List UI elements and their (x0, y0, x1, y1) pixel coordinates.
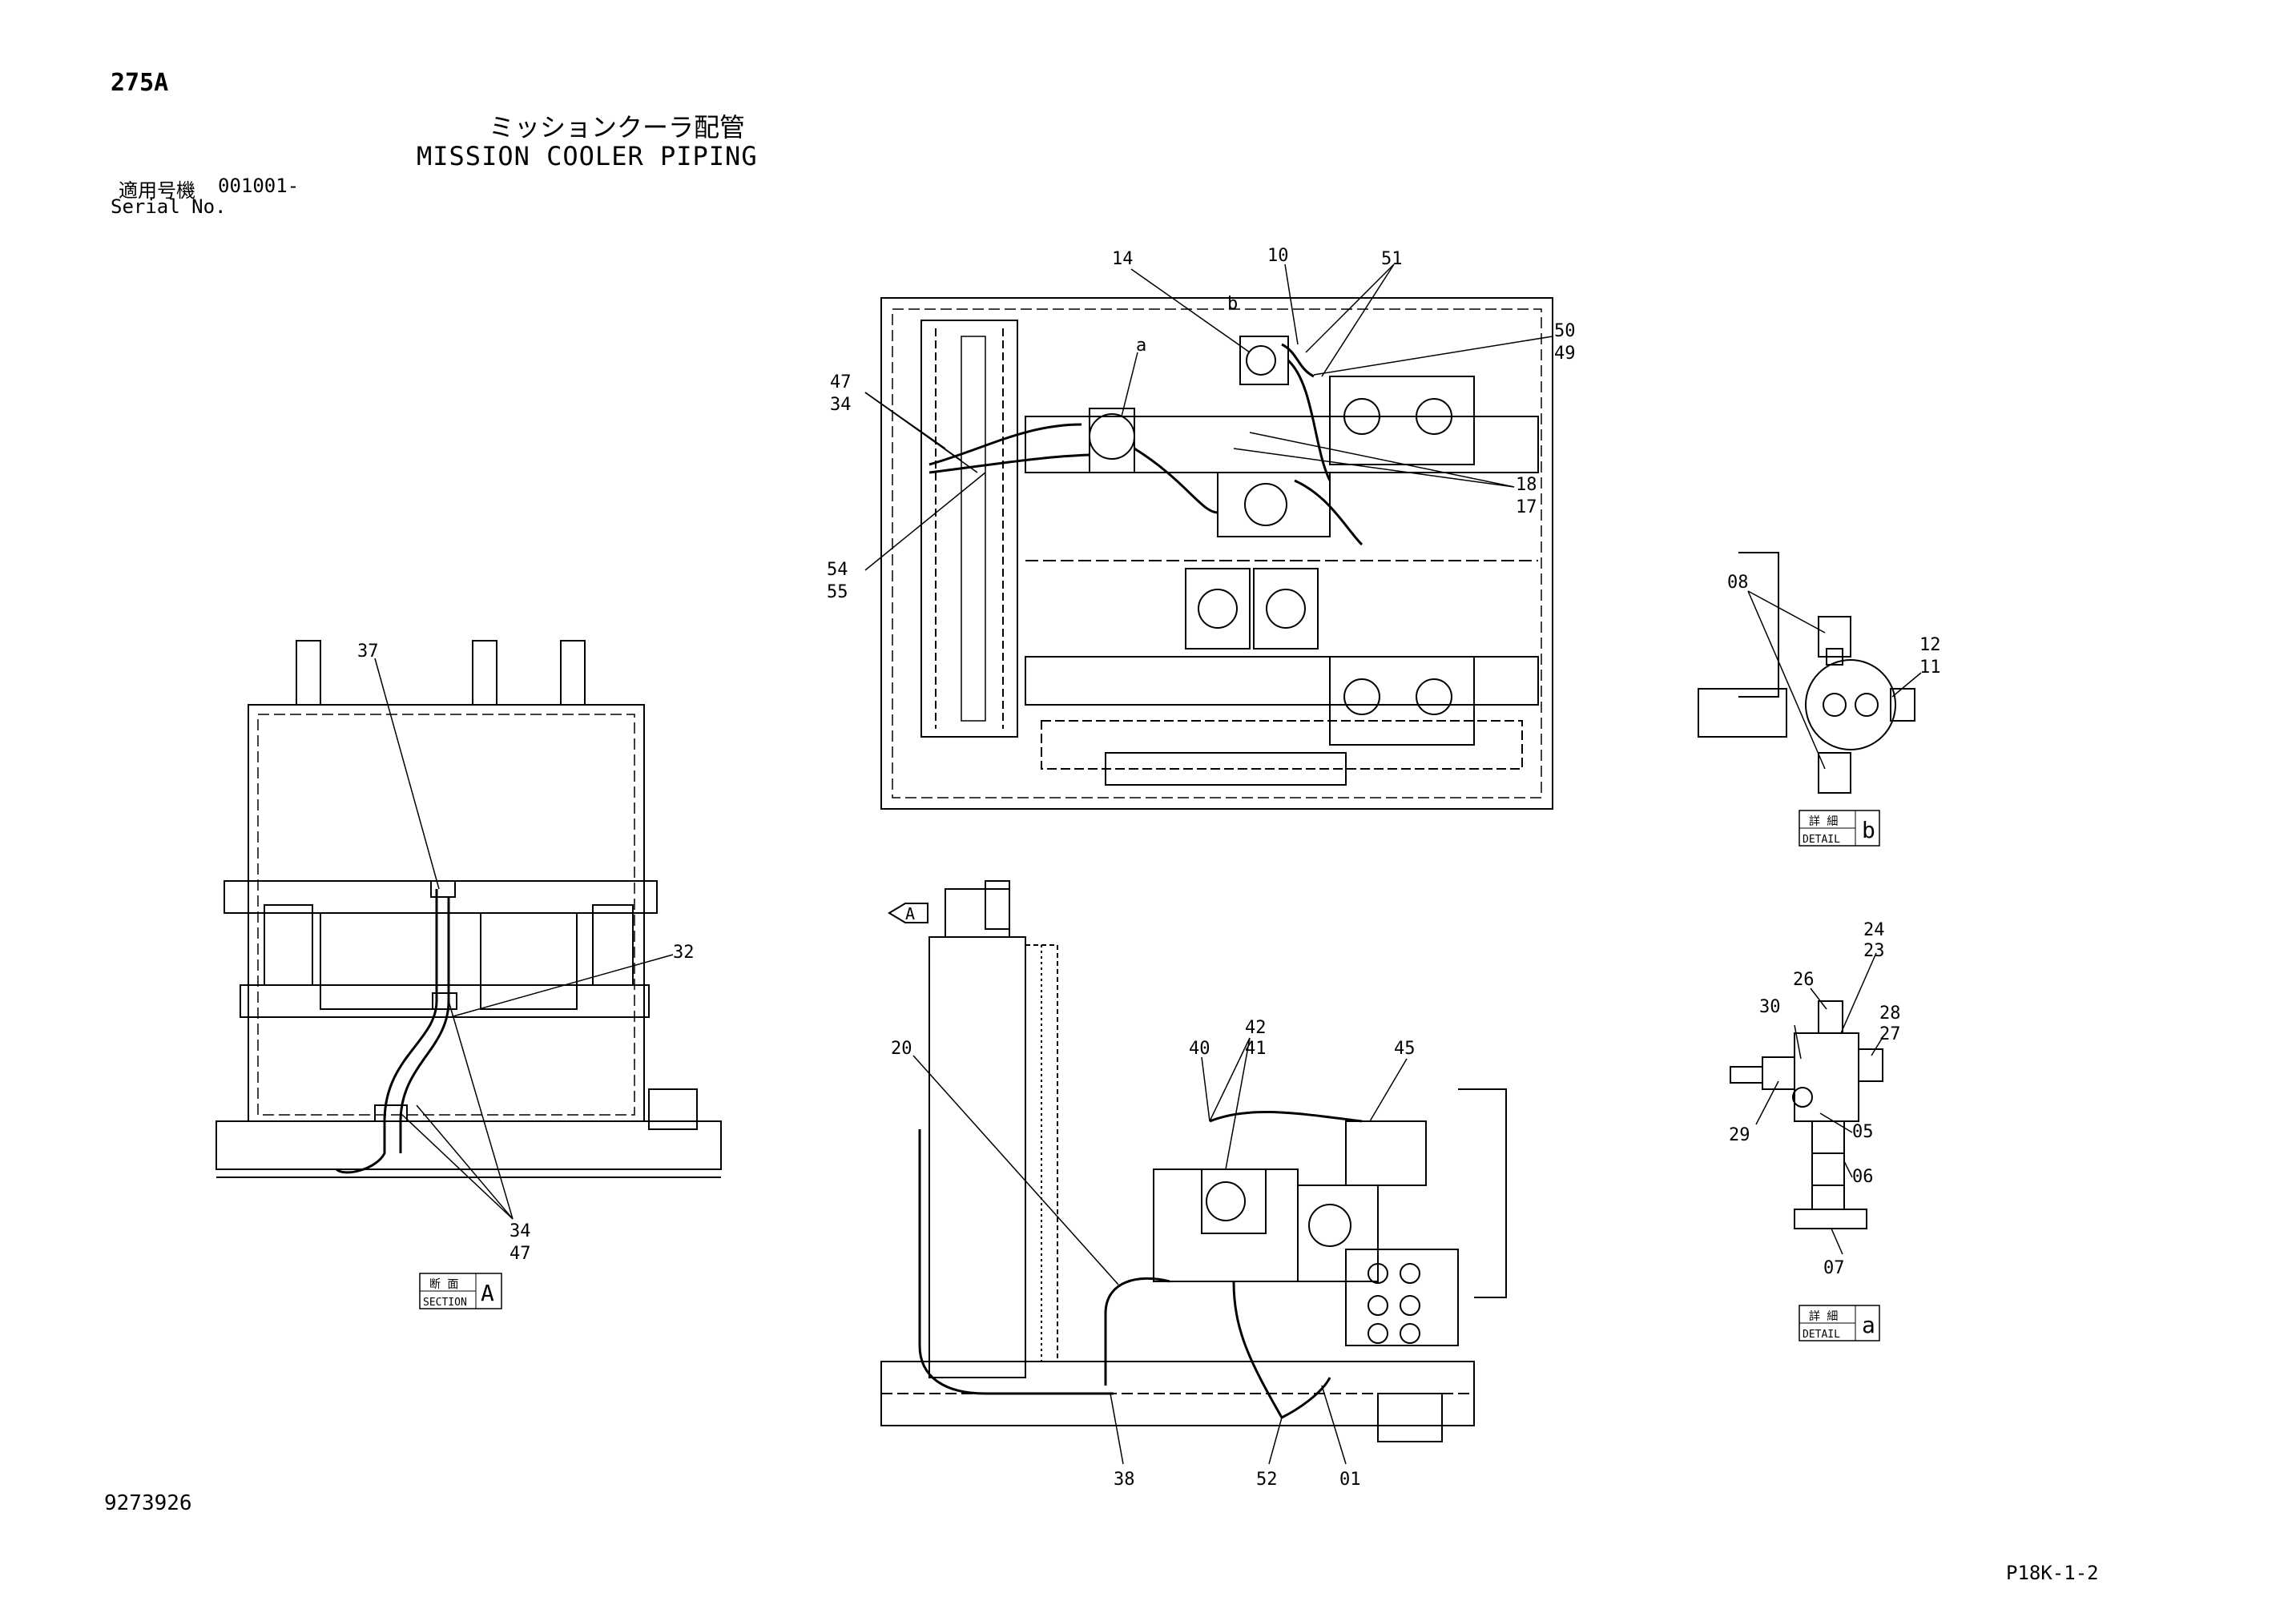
serial-label-english: Serial No. (111, 195, 227, 218)
view-a-marker (888, 903, 928, 923)
detail-b-fitting (1805, 659, 1896, 750)
callout-49: 49 (1554, 344, 1576, 364)
top-pump (1185, 568, 1251, 650)
callout-28: 28 (1879, 1004, 1901, 1024)
callout-18: 18 (1516, 475, 1537, 495)
section-a-view (216, 640, 722, 1309)
side-hose-1 (918, 1129, 1114, 1395)
callout-01: 01 (1339, 1470, 1361, 1490)
callout-labels: 14 10 51 b 50 49 47 34 a 18 17 54 55 37 … (357, 246, 1941, 1490)
side-radiator (928, 936, 1026, 1378)
top-valve-a (1089, 413, 1135, 460)
top-hose-2 (1134, 447, 1218, 514)
callout-07: 07 (1823, 1258, 1845, 1278)
side-hose-2 (1104, 1277, 1170, 1386)
callout-34-section: 34 (510, 1221, 531, 1241)
callout-10: 10 (1267, 246, 1289, 266)
detail-a-tag-en: DETAIL (1803, 1329, 1840, 1341)
callout-34-top: 34 (830, 395, 852, 415)
leader-lines (374, 263, 1922, 1465)
callout-38: 38 (1114, 1470, 1135, 1490)
callout-41: 41 (1245, 1039, 1267, 1059)
detail-b-view (1698, 552, 1915, 847)
callout-b: b (1227, 294, 1238, 314)
callout-29: 29 (1729, 1125, 1750, 1145)
detail-a-valve-body (1794, 1032, 1859, 1122)
callout-47-top: 47 (830, 372, 852, 392)
callout-54: 54 (827, 560, 848, 580)
top-view-inner-frame (892, 308, 1542, 798)
top-view (880, 297, 1553, 810)
callout-50: 50 (1554, 321, 1576, 341)
side-view (880, 880, 1880, 1442)
callout-26: 26 (1793, 970, 1815, 990)
section-a-tag-letter: A (481, 1280, 494, 1306)
callout-30: 30 (1759, 997, 1781, 1017)
callout-45: 45 (1394, 1039, 1416, 1059)
callout-42: 42 (1245, 1018, 1267, 1038)
title-japanese: ミッションクーラ配管 (489, 112, 746, 143)
callout-37: 37 (357, 642, 379, 662)
drawing-number: 9273926 (104, 1491, 192, 1515)
callout-51: 51 (1381, 249, 1403, 269)
callout-08: 08 (1727, 573, 1749, 593)
detail-b-tag-letter: b (1862, 817, 1875, 843)
sheet-reference: P18K-1-2 (2006, 1562, 2099, 1584)
top-fitting-b (1246, 345, 1276, 376)
view-a-marker-letter: A (905, 904, 915, 923)
callout-23: 23 (1863, 941, 1885, 961)
callout-12: 12 (1919, 635, 1941, 655)
callout-55: 55 (827, 582, 848, 602)
detail-b-tag-en: DETAIL (1803, 834, 1840, 846)
callout-20: 20 (891, 1039, 912, 1059)
top-engine-block (1329, 376, 1475, 465)
top-hose-1 (928, 423, 1082, 466)
callout-47-section: 47 (510, 1244, 531, 1264)
callout-06: 06 (1852, 1167, 1874, 1187)
top-view-frame (880, 297, 1553, 810)
side-pump-housing (1153, 1168, 1299, 1282)
section-a-pipe-1 (335, 889, 438, 1174)
detail-a-filter (1811, 1120, 1845, 1210)
serial-range: 001001- (218, 175, 300, 197)
top-hose-4 (1294, 479, 1364, 546)
callout-24: 24 (1863, 920, 1885, 940)
top-hose-3 (1287, 359, 1331, 481)
section-a-tag-jp: 断 面 (429, 1278, 458, 1291)
side-hose-3 (1209, 1110, 1363, 1123)
page-code: 275A (111, 69, 169, 97)
callout-14: 14 (1112, 249, 1134, 269)
detail-a-tag-letter: a (1862, 1312, 1875, 1338)
callout-17: 17 (1516, 497, 1537, 517)
detail-a-view (1730, 1000, 1883, 1229)
callout-11: 11 (1919, 658, 1941, 678)
section-a-tag-en: SECTION (423, 1297, 467, 1309)
callout-27: 27 (1879, 1024, 1901, 1044)
side-hose-4 (1232, 1281, 1283, 1418)
callout-a: a (1136, 336, 1146, 356)
callout-40: 40 (1189, 1039, 1210, 1059)
callout-05: 05 (1852, 1122, 1874, 1142)
title-english: MISSION COOLER PIPING (417, 141, 758, 171)
top-radiator (920, 320, 1018, 738)
callout-32: 32 (673, 943, 695, 963)
side-control-block (1345, 1249, 1459, 1346)
callout-52: 52 (1256, 1470, 1278, 1490)
detail-b-tag-jp: 詳 細 (1809, 815, 1838, 828)
serial-label-japanese: 適用号機 (119, 179, 195, 202)
detail-a-tag-jp: 詳 細 (1809, 1310, 1838, 1323)
